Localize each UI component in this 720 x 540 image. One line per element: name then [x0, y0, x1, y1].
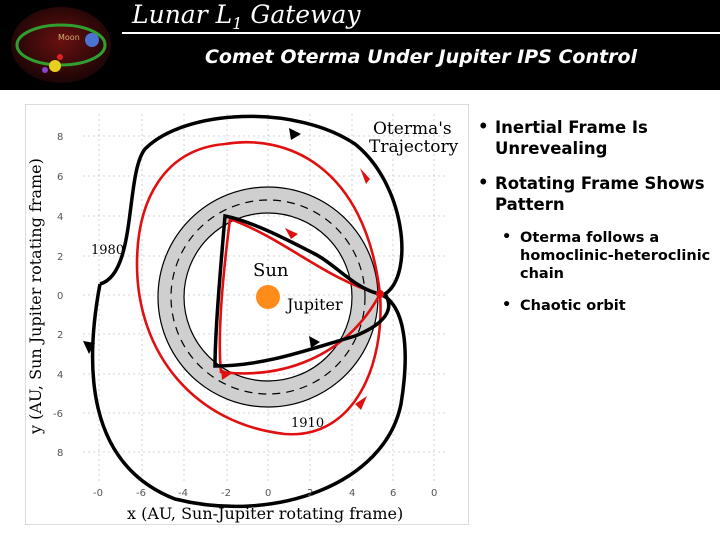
bullet-glyph: • [502, 297, 512, 313]
jupiter-orbit-dashed [170, 199, 366, 395]
sub-bullet-item: • Chaotic orbit [502, 297, 714, 315]
y-tick-4: 0 [57, 291, 63, 302]
bullet-text: Inertial Frame Is Unrevealing [495, 118, 648, 158]
bullet-text: Rotating Frame Shows Pattern [495, 174, 705, 214]
y-tick-3: 2 [57, 252, 63, 263]
year-1980-label: 1980 [91, 243, 124, 258]
x-tick-1: -6 [136, 488, 146, 499]
y-tick-7: -6 [53, 409, 63, 420]
bullet-item: • Rotating Frame Shows Pattern [478, 173, 714, 215]
y-tick-2: 4 [57, 212, 63, 223]
x-tick-0: -0 [93, 488, 103, 499]
x-tick-8: 0 [431, 488, 437, 499]
trajectory-direction-arrows [83, 128, 320, 354]
oterma-trajectory-path [90, 114, 407, 509]
trajectory-label-line1: Oterma's [373, 119, 452, 139]
y-tick-8: 8 [57, 448, 63, 459]
trajectory-label-line2: Trajectory [369, 137, 459, 157]
jupiter-label: Jupiter [285, 295, 343, 314]
sun-label: Sun [253, 260, 289, 281]
sun-marker [256, 285, 280, 309]
bullet-item: • Inertial Frame Is Unrevealing [478, 117, 714, 159]
page-header-title: Lunar L1 Gateway [132, 0, 361, 33]
y-tick-1: 6 [57, 172, 63, 183]
bullet-text: Chaotic orbit [520, 298, 626, 314]
header-title-text: Lunar L [132, 0, 233, 29]
x-tick-4: 0 [265, 488, 271, 499]
x-tick-2: -4 [178, 488, 188, 499]
slide-title: Comet Oterma Under Jupiter IPS Control [204, 46, 638, 68]
header-bar: Moon Lunar L1 Gateway Comet Oterma Under… [0, 0, 720, 90]
sub-bullet-item: • Oterma follows a homoclinic-heteroclini… [502, 229, 714, 283]
header-title-tail: Gateway [242, 0, 361, 29]
bullet-glyph: • [502, 229, 512, 245]
header-title-subscript: 1 [232, 14, 243, 33]
y-tick-6: 4 [57, 370, 63, 381]
x-axis-label: x (AU, Sun-Jupiter rotating frame) [127, 504, 403, 523]
gateway-logo-icon: Moon [11, 7, 111, 83]
x-tick-7: 6 [390, 488, 396, 499]
header-divider [122, 32, 720, 34]
x-tick-3: -2 [221, 488, 231, 499]
oterma-plot: Oterma's Trajectory Sun Jupiter 1980 191… [25, 104, 469, 525]
y-tick-0: 8 [57, 132, 63, 143]
bullet-glyph: • [478, 173, 489, 192]
jupiter-marker [376, 290, 384, 298]
bullet-text: Oterma follows a homoclinic-heteroclinic… [520, 230, 711, 282]
y-axis-label: y (AU, Sun Jupiter rotating frame) [26, 158, 45, 435]
red-orbit-inner [218, 217, 382, 375]
band-inner-edge [183, 212, 353, 382]
bullet-list: • Inertial Frame Is Unrevealing • Rotating… [478, 117, 714, 329]
bullet-glyph: • [478, 117, 489, 136]
red-direction-arrows [221, 168, 370, 410]
y-tick-5: 2 [57, 330, 63, 341]
x-tick-6: 4 [349, 488, 355, 499]
red-orbit-path [135, 140, 382, 436]
logo-moon-label: Moon [58, 33, 80, 42]
year-1910-label: 1910 [291, 416, 324, 431]
x-tick-5: 2 [307, 488, 313, 499]
